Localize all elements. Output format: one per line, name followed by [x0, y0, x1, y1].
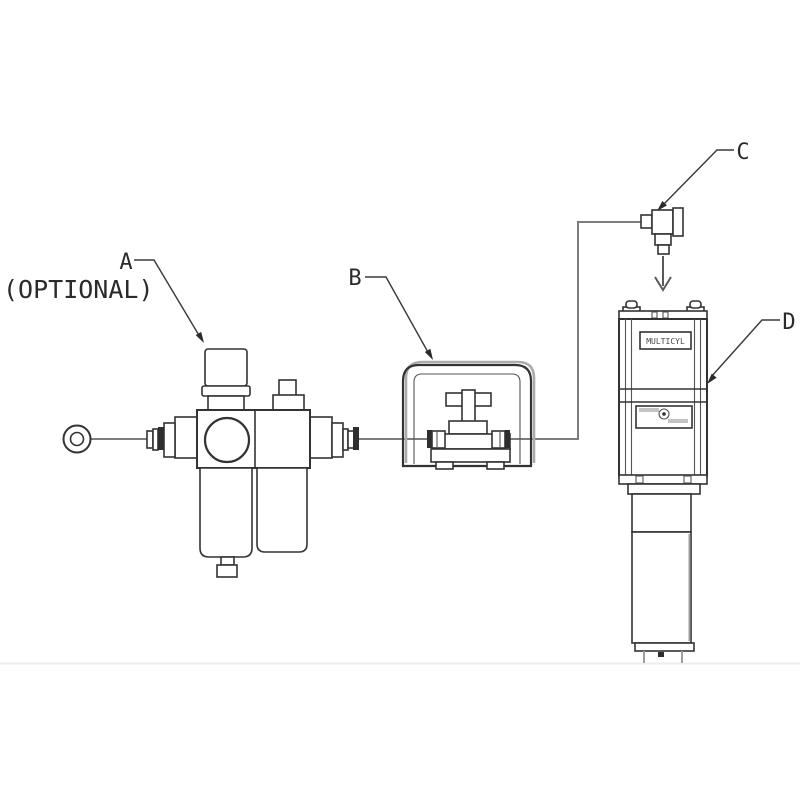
valve-port-band-right	[505, 430, 510, 448]
supply-inner-circle	[69, 431, 85, 447]
label-d: D	[782, 310, 795, 335]
valve-base-plate	[430, 448, 511, 463]
leader-d-arrowhead	[707, 373, 717, 384]
nameplate-text-smudge-1	[639, 408, 659, 412]
callouts: A (OPTIONAL) B C D	[3, 140, 796, 384]
label-c: C	[736, 140, 749, 165]
brand-text: MULTICYL	[646, 337, 685, 346]
frl-right-end-block	[309, 416, 333, 459]
valve-port-clamp-left	[431, 430, 446, 449]
drain-valve-stem	[220, 556, 235, 566]
leader-a-arrowhead	[195, 331, 204, 343]
frl-left-end-block	[174, 416, 198, 459]
label-a-note: (OPTIONAL)	[3, 275, 154, 304]
fitting-stem-lower	[657, 244, 670, 255]
fitting-stem-upper	[654, 233, 672, 246]
lockout-valve-component-b	[401, 360, 536, 470]
lower-cylinder-body	[631, 531, 692, 644]
label-b: B	[348, 266, 361, 291]
nameplate-logo-dot	[662, 412, 666, 416]
elbow-fitting-component-c	[640, 207, 684, 255]
valve-port-band-left	[427, 430, 432, 448]
lubricator-fill-cap-base	[272, 394, 305, 412]
regulator-knob-collar	[201, 385, 251, 397]
valve-foot-left	[435, 461, 454, 470]
filter-bowl	[199, 467, 253, 558]
regulator-knob	[204, 348, 248, 387]
fitting-body	[651, 209, 674, 235]
regulator-neck	[207, 395, 245, 412]
install-direction-arrow	[654, 256, 672, 292]
drain-valve-knob	[216, 564, 238, 578]
frl-body	[196, 409, 311, 469]
fitting-nut	[640, 214, 653, 229]
leader-d	[710, 319, 780, 378]
air-supply-symbol	[62, 424, 92, 454]
leader-a	[134, 259, 201, 338]
top-bolt-left-cap	[625, 300, 638, 309]
leader-c	[661, 149, 734, 207]
frl-outlet-fitting	[331, 422, 359, 458]
guard-shadow	[404, 360, 536, 463]
cylinder-adapter	[627, 483, 701, 495]
valve-body	[448, 420, 488, 435]
lubricator-fill-cap-top	[278, 379, 297, 397]
valve-port-clamp-right	[491, 430, 506, 449]
cylinder-bottom-plate	[618, 474, 708, 485]
frl-unit-component-a	[146, 348, 359, 578]
down-arrowhead	[654, 276, 672, 292]
top-bolt-right-cap	[689, 300, 702, 309]
nameplate-logo-ring	[658, 408, 670, 420]
fitting-end-plate	[672, 207, 684, 237]
leader-c-arrowhead	[657, 201, 667, 211]
label-a: A	[119, 250, 132, 275]
multicyl-cylinder-component-d: MULTICYL	[618, 300, 708, 663]
valve-guard-outer	[401, 363, 533, 468]
valve-to-fitting-pipe	[358, 221, 642, 440]
brand-plate	[639, 331, 692, 350]
nose-dot	[658, 652, 664, 657]
air-piping	[90, 221, 642, 440]
frl-inlet-fitting	[146, 422, 176, 458]
lubricator-bowl	[256, 467, 308, 553]
nameplate-text-smudge-2	[668, 419, 688, 423]
supply-outer-circle	[62, 424, 92, 454]
cylinder-body	[618, 318, 708, 477]
leader-b	[365, 276, 430, 355]
valve-foot-right	[486, 461, 505, 470]
lower-cylinder-upper	[631, 493, 692, 533]
leader-b-arrowhead	[424, 348, 433, 360]
regulator-gauge	[203, 416, 251, 464]
lower-cylinder-cap	[634, 642, 695, 652]
valve-guard-inner	[413, 373, 521, 464]
